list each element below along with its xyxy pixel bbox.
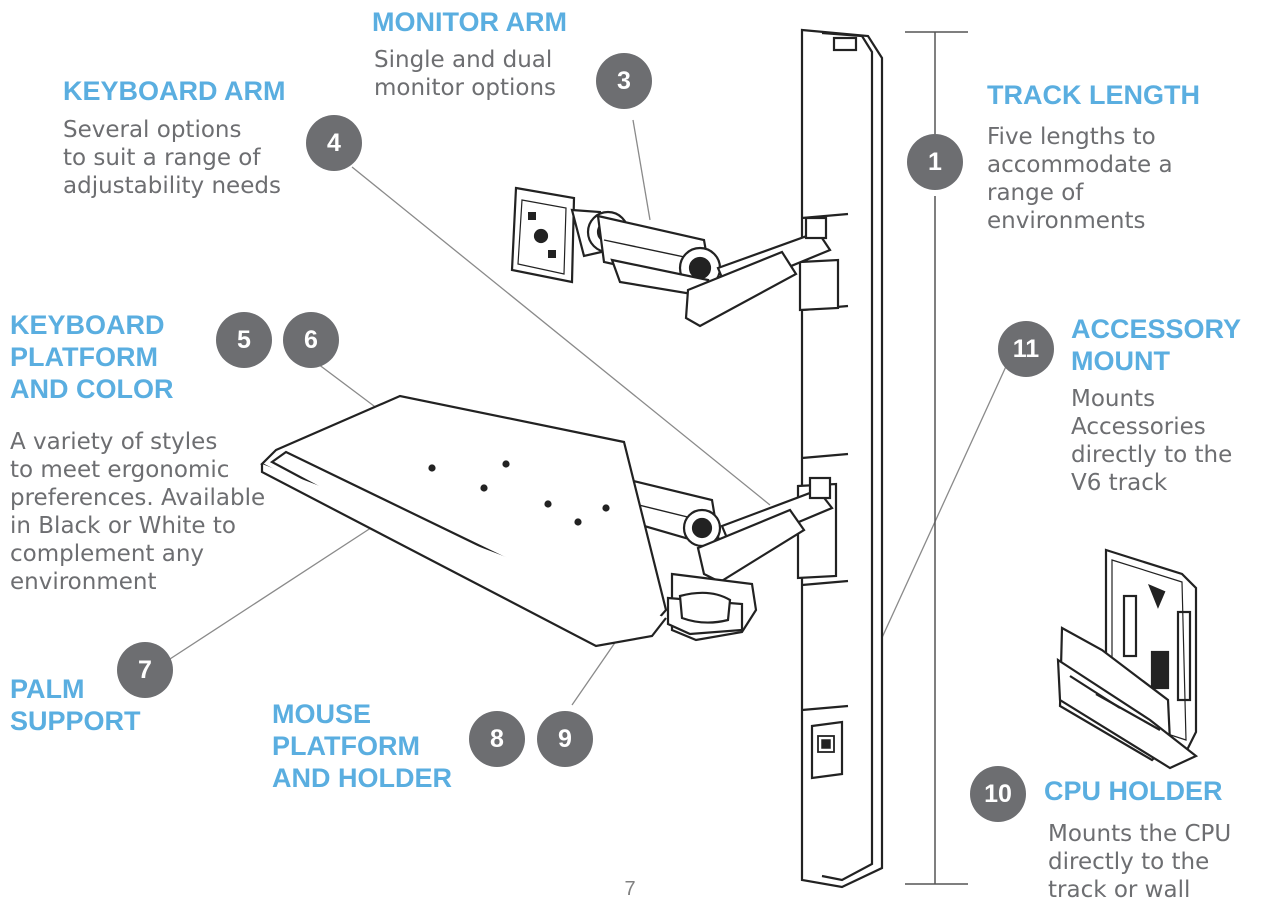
callout-number-badge: 10 <box>970 766 1026 822</box>
keyboard-platform <box>260 394 758 648</box>
monitor-arm-description: Single and dual monitor options <box>374 47 557 101</box>
track-length-dimension <box>905 31 968 885</box>
cpu-holder <box>1056 548 1199 770</box>
callout-number-badge: 4 <box>306 115 362 171</box>
callout-number-badge: 8 <box>469 711 525 767</box>
palm-support-heading: PALM SUPPORT <box>10 674 141 736</box>
keyboard-arm-description: Several options to suit a range of adjus… <box>63 117 281 199</box>
callout-number-badge: 9 <box>537 711 593 767</box>
accessory-mount-description: Mounts Accessories directly to the V6 tr… <box>1071 386 1233 496</box>
mouse-platform-heading: MOUSE PLATFORM AND HOLDER <box>272 699 452 793</box>
cpu-holder-description: Mounts the CPU directly to the track or … <box>1048 821 1232 903</box>
monitor-arm <box>510 186 832 328</box>
callout-number-badge: 3 <box>596 53 652 109</box>
callout-number-badge: 6 <box>283 312 339 368</box>
track-length-description: Five lengths to accommodate a range of e… <box>987 124 1173 234</box>
keyboard-platform-heading: KEYBOARD PLATFORM AND COLOR <box>10 310 174 404</box>
callout-number-badge: 7 <box>117 642 173 698</box>
keyboard-platform-description: A variety of styles to meet ergonomic pr… <box>10 429 266 595</box>
accessory-mount-heading: ACCESSORY MOUNT <box>1071 314 1242 376</box>
cpu-holder-heading: CPU HOLDER <box>1044 776 1223 806</box>
callout-number-badge: 5 <box>216 312 272 368</box>
v6-track <box>796 28 884 889</box>
keyboard-arm-heading: KEYBOARD ARM <box>63 76 286 106</box>
track-length-heading: TRACK LENGTH <box>987 80 1200 110</box>
monitor-arm-heading: MONITOR ARM <box>372 7 567 37</box>
page-number: 7 <box>624 878 636 900</box>
callout-number-badge: 1 <box>907 134 963 190</box>
callout-number-badge: 11 <box>998 321 1054 377</box>
